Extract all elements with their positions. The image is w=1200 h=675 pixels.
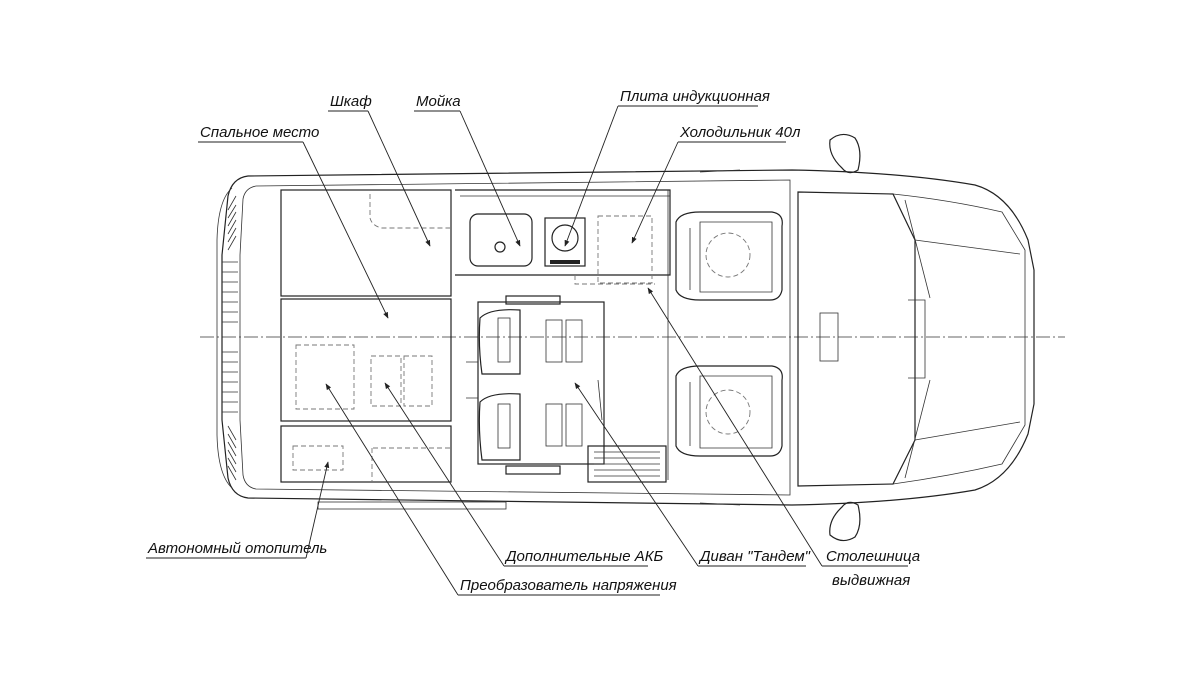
callout-voltage-converter: Преобразователь напряжения (325, 383, 677, 596)
callout-wardrobe: Шкаф (328, 93, 431, 247)
callout-sleeping-place: Спальное место (198, 124, 389, 319)
left-mirror (829, 133, 861, 174)
van-body (216, 133, 1035, 542)
callout-autonomous-heater: Автономный отопитель (146, 461, 330, 559)
label-autonomous-heater: Автономный отопитель (147, 540, 327, 557)
cab-front (797, 133, 1026, 542)
sink (469, 213, 533, 267)
callout-extra-batteries: Дополнительные АКБ (384, 382, 664, 567)
label-extra-batteries: Дополнительные АКБ (504, 548, 664, 565)
bed (280, 189, 452, 483)
callout-tandem-sofa: Диван "Тандем" (574, 382, 811, 567)
battery-tray (587, 445, 667, 483)
induction-stove (544, 217, 586, 267)
callout-sink: Мойка (414, 93, 521, 247)
callout-fridge: Холодильник 40л (631, 124, 801, 244)
right-mirror (829, 501, 861, 542)
driver-seat (675, 211, 783, 301)
label-induction-stove: Плита индукционная (620, 88, 770, 105)
tandem-sofa (466, 295, 605, 475)
callout-table-top: Столешница выдвижная (647, 287, 920, 589)
side-step (317, 501, 507, 510)
rear-bumper (216, 187, 238, 489)
label-sink: Мойка (416, 93, 461, 110)
label-wardrobe: Шкаф (330, 93, 372, 110)
fridge (597, 215, 653, 284)
label-tandem-sofa: Диван "Тандем" (698, 548, 811, 565)
kitchen-block (455, 189, 671, 480)
label-table-top-line1: Столешница (826, 548, 920, 565)
passenger-seat (675, 365, 783, 457)
label-sleeping-place: Спальное место (200, 124, 319, 141)
label-voltage-converter: Преобразователь напряжения (460, 577, 677, 594)
label-fridge: Холодильник 40л (679, 124, 801, 141)
label-table-top-line2: выдвижная (832, 572, 910, 589)
callout-induction-stove: Плита индукционная (564, 88, 770, 247)
